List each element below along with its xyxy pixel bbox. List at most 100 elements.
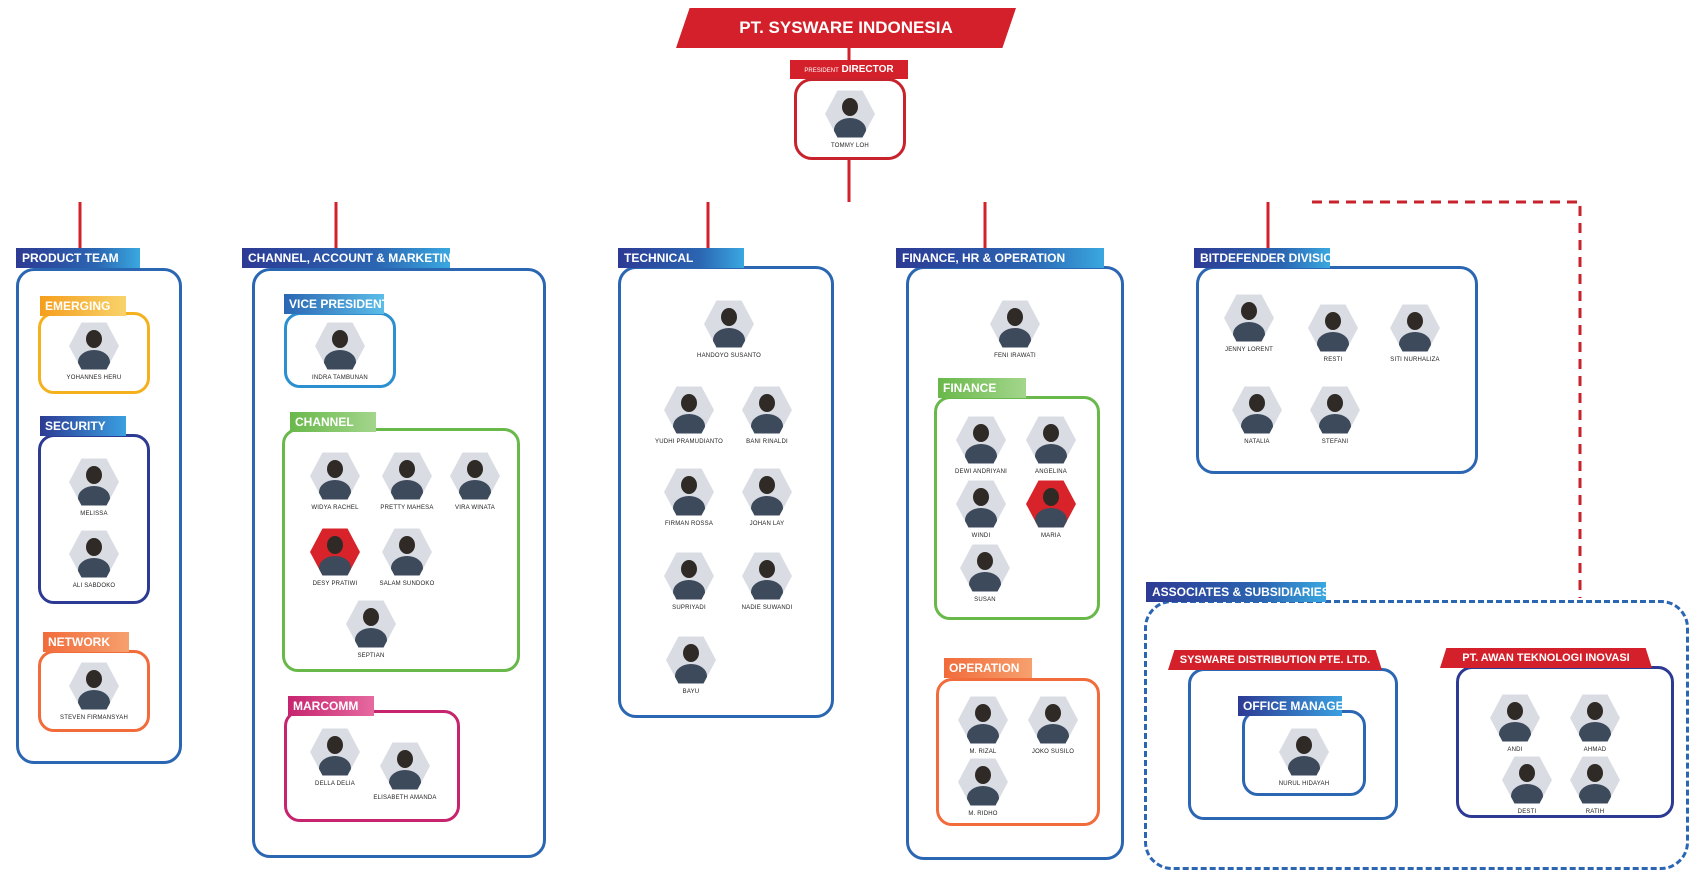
- person-name: MARIA: [1040, 533, 1061, 539]
- person-name: WIDYA RACHEL: [311, 505, 359, 511]
- person-bitdefender-3: SITI NURHALIZA: [1365, 303, 1465, 363]
- director-box: TOMMY LOH: [794, 78, 906, 160]
- person-finance-5: SUSAN: [935, 543, 1035, 603]
- office-manager-header: OFFICE MANAGER: [1238, 696, 1352, 716]
- person-photo: [958, 758, 1008, 806]
- person-awan-1: ANDI: [1465, 693, 1565, 753]
- person-name: ANDI: [1507, 747, 1523, 753]
- person-photo: [1390, 304, 1440, 352]
- network-box: STEVEN FIRMANSYAH: [38, 650, 150, 732]
- vice-president-box: INDRA TAMBUNAN: [284, 312, 396, 388]
- person-photo: [346, 600, 396, 648]
- person-photo: [1026, 416, 1076, 464]
- person-photo: [825, 90, 875, 138]
- person-finance-2: ANGELINA: [1001, 415, 1101, 475]
- person-photo: [382, 452, 432, 500]
- person-name: JENNY LORENT: [1225, 347, 1273, 353]
- person-name: DELLA DELIA: [315, 781, 355, 787]
- emerging-header: EMERGING: [40, 296, 126, 316]
- person-name: WINDI: [971, 533, 991, 539]
- person-channel-6: SEPTIAN: [321, 599, 421, 659]
- finance-header: FINANCE: [938, 378, 1026, 398]
- person-name: BANI RINALDI: [746, 439, 788, 445]
- person-photo: [956, 480, 1006, 528]
- emerging-box: YOHANNES HERU: [38, 312, 150, 394]
- person-name: RESTI: [1323, 357, 1343, 363]
- person-photo: [450, 452, 500, 500]
- person-name: INDRA TAMBUNAN: [312, 375, 368, 381]
- director-prefix: PRESIDENT: [804, 68, 839, 74]
- person-photo: [1310, 386, 1360, 434]
- person-awan-2: AHMAD: [1545, 693, 1645, 753]
- person-name: JOHAN LAY: [749, 521, 785, 527]
- person-name: RATIH: [1585, 809, 1605, 815]
- person-bitdefender-2: RESTI: [1283, 303, 1383, 363]
- bitdefender-header: BITDEFENDER DIVISION: [1194, 248, 1341, 268]
- person-photo: [704, 300, 754, 348]
- person-security-2: ALI SABDOKO: [44, 529, 144, 589]
- person-photo: [1279, 728, 1329, 776]
- person-finance-3: WINDI: [931, 479, 1031, 539]
- person-photo: [1570, 756, 1620, 804]
- person-name: HANDOYO SUSANTO: [697, 353, 761, 359]
- person-name: SUPRIYADI: [672, 605, 706, 611]
- person-name: DESTI: [1517, 809, 1537, 815]
- person-name: FENI IRAWATI: [994, 353, 1036, 359]
- person-name: ELISABETH AMANDA: [373, 795, 437, 801]
- person-finance-1: DEWI ANDRIYANI: [931, 415, 1031, 475]
- person-photo: [960, 544, 1010, 592]
- person-name: FIRMAN ROSSA: [664, 521, 714, 527]
- person-name: YOHANNES HERU: [66, 375, 122, 381]
- technical-header: TECHNICAL: [618, 248, 744, 268]
- person-name: M. RIDHO: [968, 811, 998, 817]
- sysware-distribution-header: SYSWARE DISTRIBUTION PTE. LTD.: [1168, 650, 1382, 670]
- person-bitdefender-4: NATALIA: [1207, 385, 1307, 445]
- person-photo: [310, 452, 360, 500]
- person-photo: [1502, 756, 1552, 804]
- person-photo: [1308, 304, 1358, 352]
- person-vp-1: INDRA TAMBUNAN: [290, 321, 390, 381]
- person-photo: [382, 528, 432, 576]
- person-photo: [742, 386, 792, 434]
- person-name: YUDHI PRAMUDIANTO: [655, 439, 723, 445]
- person-marcomm-1: DELLA DELIA: [285, 727, 385, 787]
- person-name: PRETTY MAHESA: [380, 505, 434, 511]
- channel-header: CHANNEL: [290, 412, 376, 432]
- person-photo: [742, 552, 792, 600]
- person-photo: [1570, 694, 1620, 742]
- person-security-1: MELISSA: [44, 457, 144, 517]
- person-technical-1: HANDOYO SUSANTO: [679, 299, 779, 359]
- person-photo: [310, 728, 360, 776]
- person-name: DESY PRATIWI: [312, 581, 358, 587]
- person-director: TOMMY LOH: [800, 89, 900, 149]
- channel-box: WIDYA RACHEL PRETTY MAHESA VIRA WINATA D…: [282, 428, 520, 672]
- person-photo: [1026, 480, 1076, 528]
- person-office-manager-1: NURUL HIDAYAH: [1254, 727, 1354, 787]
- person-channel-3: VIRA WINATA: [425, 451, 525, 511]
- person-bitdefender-5: STEFANI: [1285, 385, 1385, 445]
- product-team-header: PRODUCT TEAM: [16, 248, 140, 268]
- vice-president-header: VICE PRESIDENT: [284, 294, 389, 314]
- network-header: NETWORK: [43, 632, 129, 652]
- person-name: NADIE SUWANDI: [741, 605, 793, 611]
- person-technical-3: BANI RINALDI: [717, 385, 817, 445]
- awan-header: PT. AWAN TEKNOLOGI INOVASI: [1440, 648, 1652, 668]
- person-finance-4: MARIA: [1001, 479, 1101, 539]
- person-technical-8: BAYU: [641, 635, 741, 695]
- security-box: MELISSA ALI SABDOKO: [38, 434, 150, 604]
- finance-team-header: FINANCE, HR & OPERATION: [896, 248, 1104, 268]
- channel-team-header: CHANNEL, ACCOUNT & MARKETING: [242, 248, 461, 268]
- person-photo: [664, 386, 714, 434]
- person-name: AHMAD: [1583, 747, 1607, 753]
- person-name: NATALIA: [1244, 439, 1270, 445]
- person-awan-4: RATIH: [1545, 755, 1645, 815]
- bitdefender-box: JENNY LORENT RESTI SITI NURHALIZA NATALI…: [1196, 266, 1478, 474]
- person-awan-3: DESTI: [1477, 755, 1577, 815]
- person-name: VIRA WINATA: [455, 505, 495, 511]
- person-photo: [664, 552, 714, 600]
- connector-associates-dashed: [1312, 200, 1582, 598]
- person-channel-1: WIDYA RACHEL: [285, 451, 385, 511]
- person-technical-5: JOHAN LAY: [717, 467, 817, 527]
- person-photo: [958, 696, 1008, 744]
- awan-box: ANDI AHMAD DESTI RATIH: [1456, 666, 1674, 818]
